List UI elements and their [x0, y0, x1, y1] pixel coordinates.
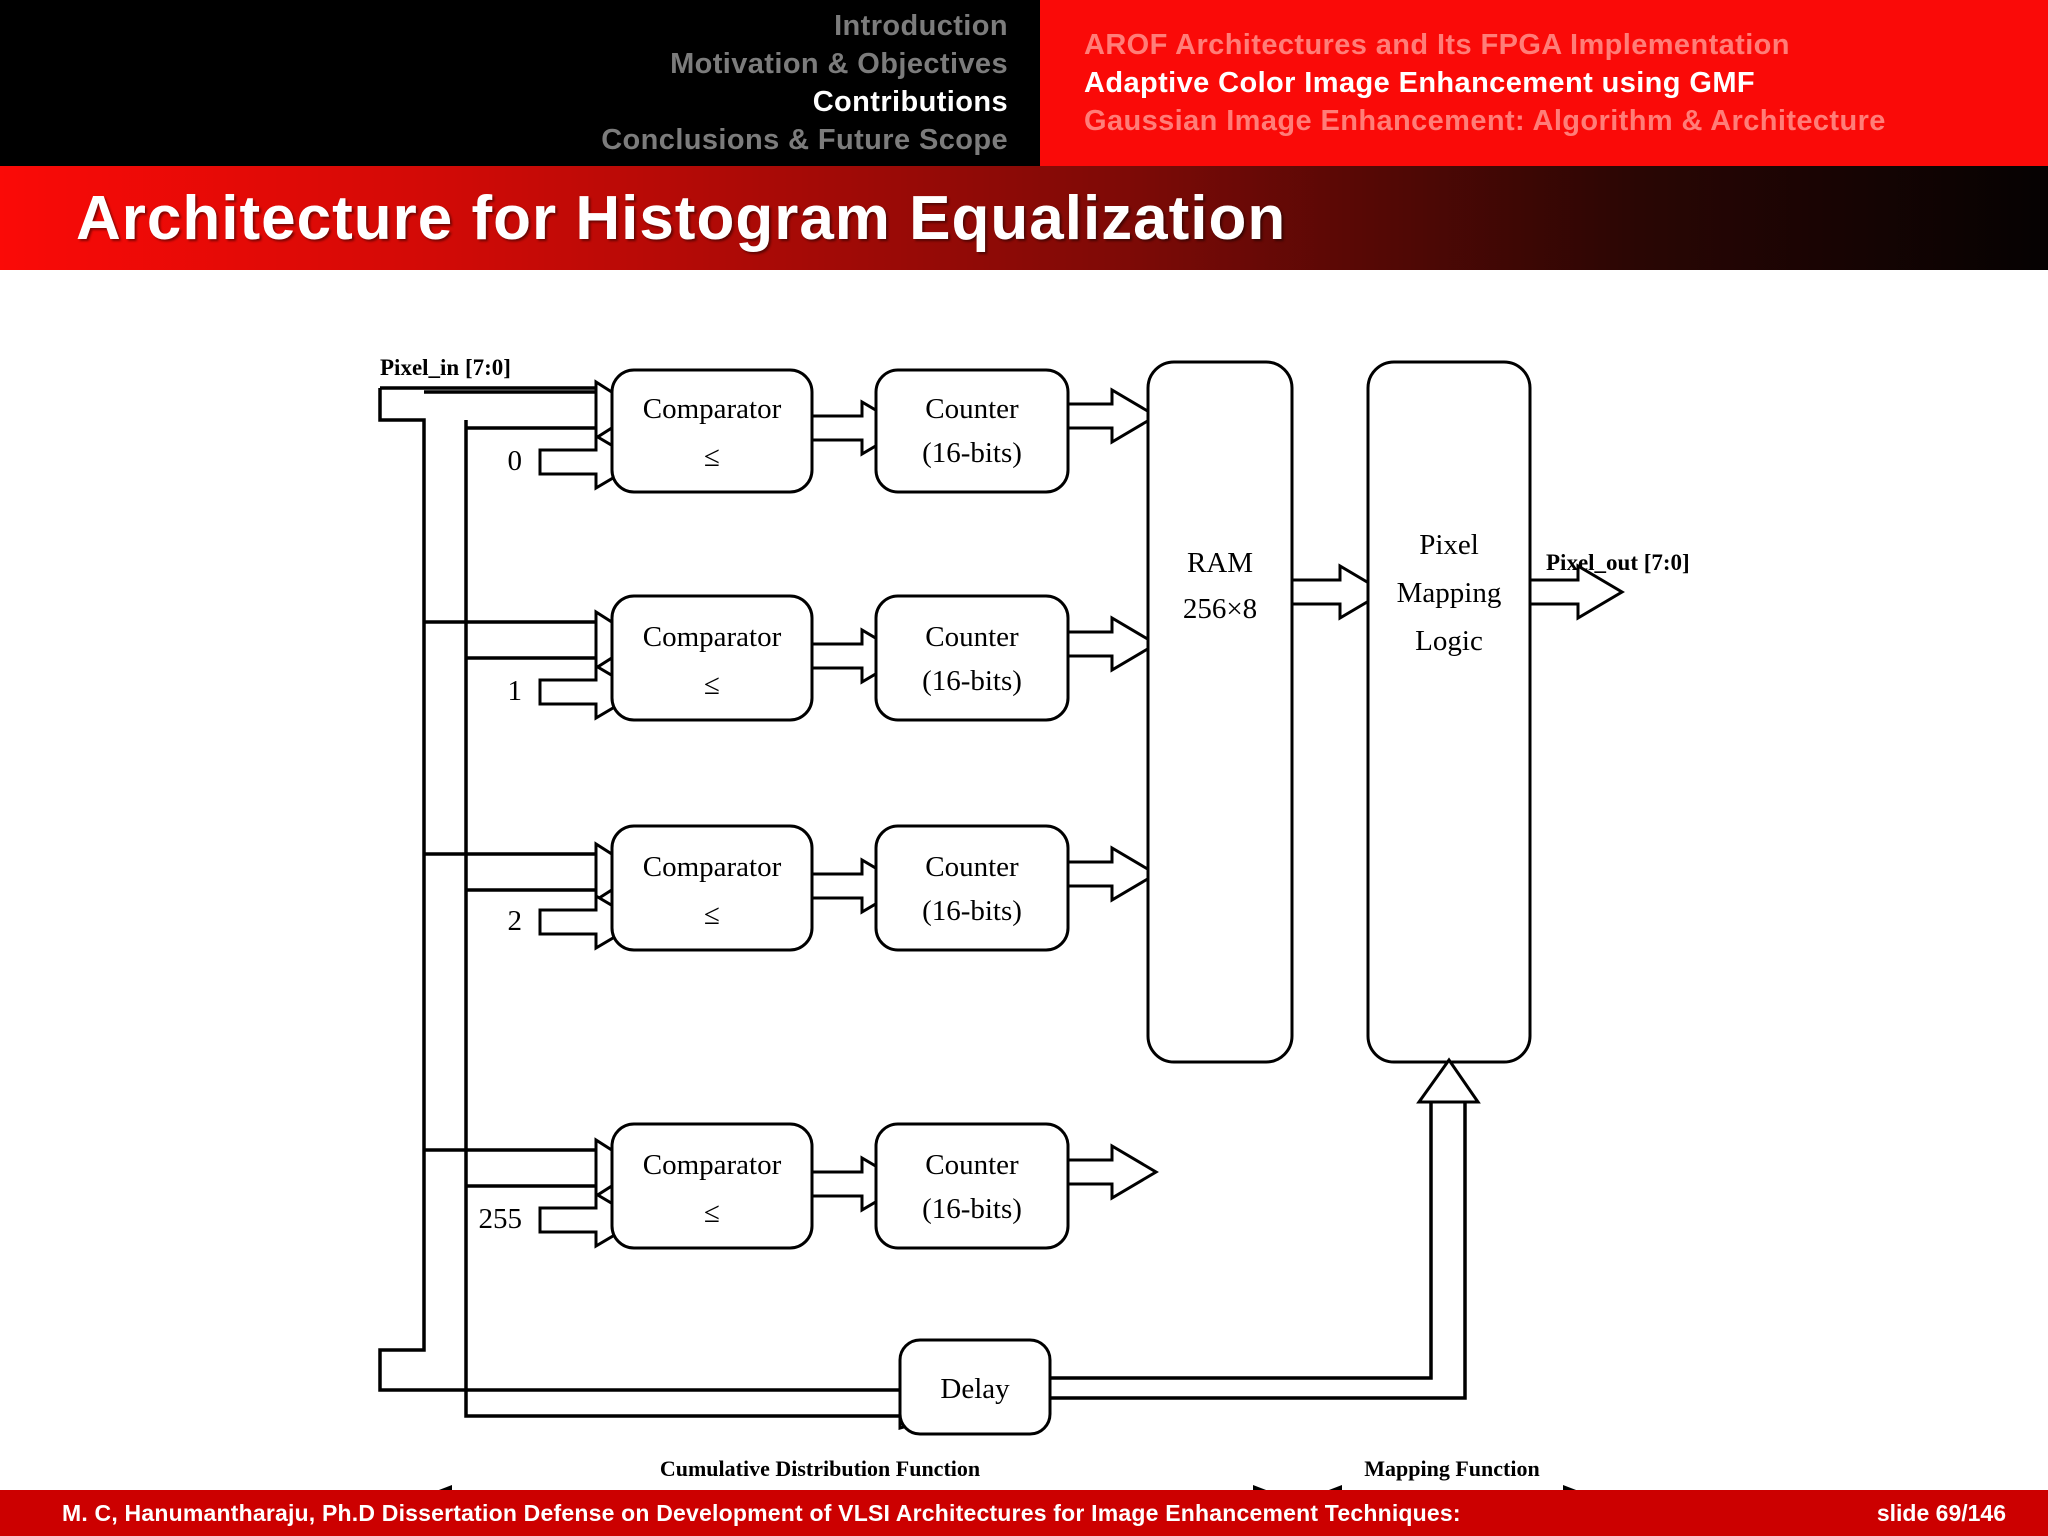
output-label: Pixel_out [7:0] — [1546, 550, 1690, 575]
comparator-block-1[interactable] — [610, 368, 814, 494]
span-caption-mapping: Mapping Function — [1364, 1456, 1539, 1481]
comparator-block-4[interactable] — [610, 1122, 814, 1250]
span-arrow-cdf-right — [1253, 1485, 1267, 1490]
counter-label-4a: Counter — [925, 1149, 1019, 1181]
header-nav-sections: Introduction Motivation & Objectives Con… — [0, 0, 1040, 166]
delay-label: Delay — [940, 1373, 1010, 1405]
counter-block-2[interactable] — [874, 594, 1070, 722]
comparator-label-1: Comparator — [643, 393, 782, 425]
arrow-counter2-to-ram — [1066, 615, 1159, 673]
arrow-counter3-to-ram — [1066, 845, 1159, 903]
page-title: Architecture for Histogram Equalization — [76, 183, 1287, 253]
nav-item-adaptive-color-image-enhancement[interactable]: Adaptive Color Image Enhancement using G… — [1084, 67, 1755, 99]
comparator-op-1: ≤ — [704, 441, 720, 473]
slide-header: Introduction Motivation & Objectives Con… — [0, 0, 2048, 166]
nav-item-motivation-objectives[interactable]: Motivation & Objectives — [670, 48, 1008, 80]
diagram-canvas: Pixel_in [7:0] 0 Comparator ≤ — [0, 270, 2048, 1490]
arrow-ram-to-mapping — [1290, 563, 1387, 621]
counter-label-3b: (16-bits) — [922, 895, 1022, 927]
nav-item-arof-architectures[interactable]: AROF Architectures and Its FPGA Implemen… — [1084, 29, 1790, 61]
counter-label-2a: Counter — [925, 621, 1019, 653]
counter-label-4b: (16-bits) — [922, 1193, 1022, 1225]
ram-label-line2: 256×8 — [1183, 593, 1257, 625]
footer-attribution: M. C, Hanumantharaju, Ph.D Dissertation … — [62, 1499, 1461, 1526]
comparator-op-3: ≤ — [704, 899, 720, 931]
stage-row-4: 255 Comparator ≤ Counter (16-bits) — [479, 1122, 1159, 1250]
input-bus-outer — [378, 388, 900, 1392]
comparator-block-3[interactable] — [610, 824, 814, 952]
comparator-op-2: ≤ — [704, 669, 720, 701]
histogram-equalization-block-diagram: Pixel_in [7:0] 0 Comparator ≤ — [378, 355, 1690, 1490]
nav-item-conclusions-future-scope[interactable]: Conclusions & Future Scope — [601, 124, 1008, 156]
comparator-block-2[interactable] — [610, 594, 814, 722]
comparator-label-2: Comparator — [643, 621, 782, 653]
ram-block[interactable] — [1146, 360, 1294, 1064]
footer-slide-number: slide 69/146 — [1876, 1499, 2006, 1526]
span-arrow-mapping-right — [1563, 1485, 1577, 1490]
delay-feedback-outer — [1050, 1098, 1467, 1400]
arrow-counter1-to-ram — [1066, 387, 1159, 445]
span-caption-cdf: Cumulative Distribution Function — [660, 1456, 980, 1481]
threshold-value-255: 255 — [479, 1203, 523, 1235]
input-label: Pixel_in [7:0] — [380, 355, 511, 380]
slide-footer: M. C, Hanumantharaju, Ph.D Dissertation … — [0, 1490, 2048, 1536]
arrowhead-mapping-feedback-up — [1416, 1057, 1481, 1104]
mapping-label-line3: Logic — [1415, 625, 1483, 657]
pixel-mapping-logic-block[interactable] — [1366, 360, 1532, 1064]
input-bus-inner — [464, 420, 900, 1418]
delay-block[interactable] — [898, 1338, 1052, 1436]
comparator-label-4: Comparator — [643, 1149, 782, 1181]
threshold-value-2: 2 — [508, 905, 523, 937]
stage-row-3: 2 Comparator ≤ Counter (16-bits) — [508, 824, 1159, 952]
mapping-label-line2: Mapping — [1397, 577, 1502, 609]
threshold-value-1: 1 — [508, 675, 523, 707]
counter-block-3[interactable] — [874, 824, 1070, 952]
arrow-pixel-out — [1528, 563, 1625, 621]
nav-item-contributions[interactable]: Contributions — [812, 86, 1008, 118]
stage-row-1: 0 Comparator ≤ Counter (16-bits) — [508, 368, 1159, 494]
nav-item-introduction[interactable]: Introduction — [834, 10, 1008, 42]
delay-feedback-inner — [1050, 1098, 1433, 1380]
counter-block-1[interactable] — [874, 368, 1070, 494]
threshold-value-0: 0 — [508, 445, 523, 477]
counter-label-1b: (16-bits) — [922, 437, 1022, 469]
mapping-label-line1: Pixel — [1419, 529, 1479, 561]
span-arrow-cdf-left — [438, 1485, 452, 1490]
title-bar: Architecture for Histogram Equalization — [0, 166, 2048, 270]
ram-label-line1: RAM — [1187, 547, 1253, 579]
counter-label-1a: Counter — [925, 393, 1019, 425]
span-arrow-mapping-left — [1328, 1485, 1342, 1490]
header-nav-subsections: AROF Architectures and Its FPGA Implemen… — [1040, 0, 2048, 166]
nav-item-gaussian-image-enhancement[interactable]: Gaussian Image Enhancement: Algorithm & … — [1084, 105, 1886, 137]
counter-label-3a: Counter — [925, 851, 1019, 883]
comparator-label-3: Comparator — [643, 851, 782, 883]
stage-row-2: 1 Comparator ≤ Counter (16-bits) — [508, 594, 1159, 722]
counter-label-2b: (16-bits) — [922, 665, 1022, 697]
counter-block-4[interactable] — [874, 1122, 1070, 1250]
comparator-op-4: ≤ — [704, 1197, 720, 1229]
arrow-counter4-to-ram — [1066, 1143, 1159, 1201]
